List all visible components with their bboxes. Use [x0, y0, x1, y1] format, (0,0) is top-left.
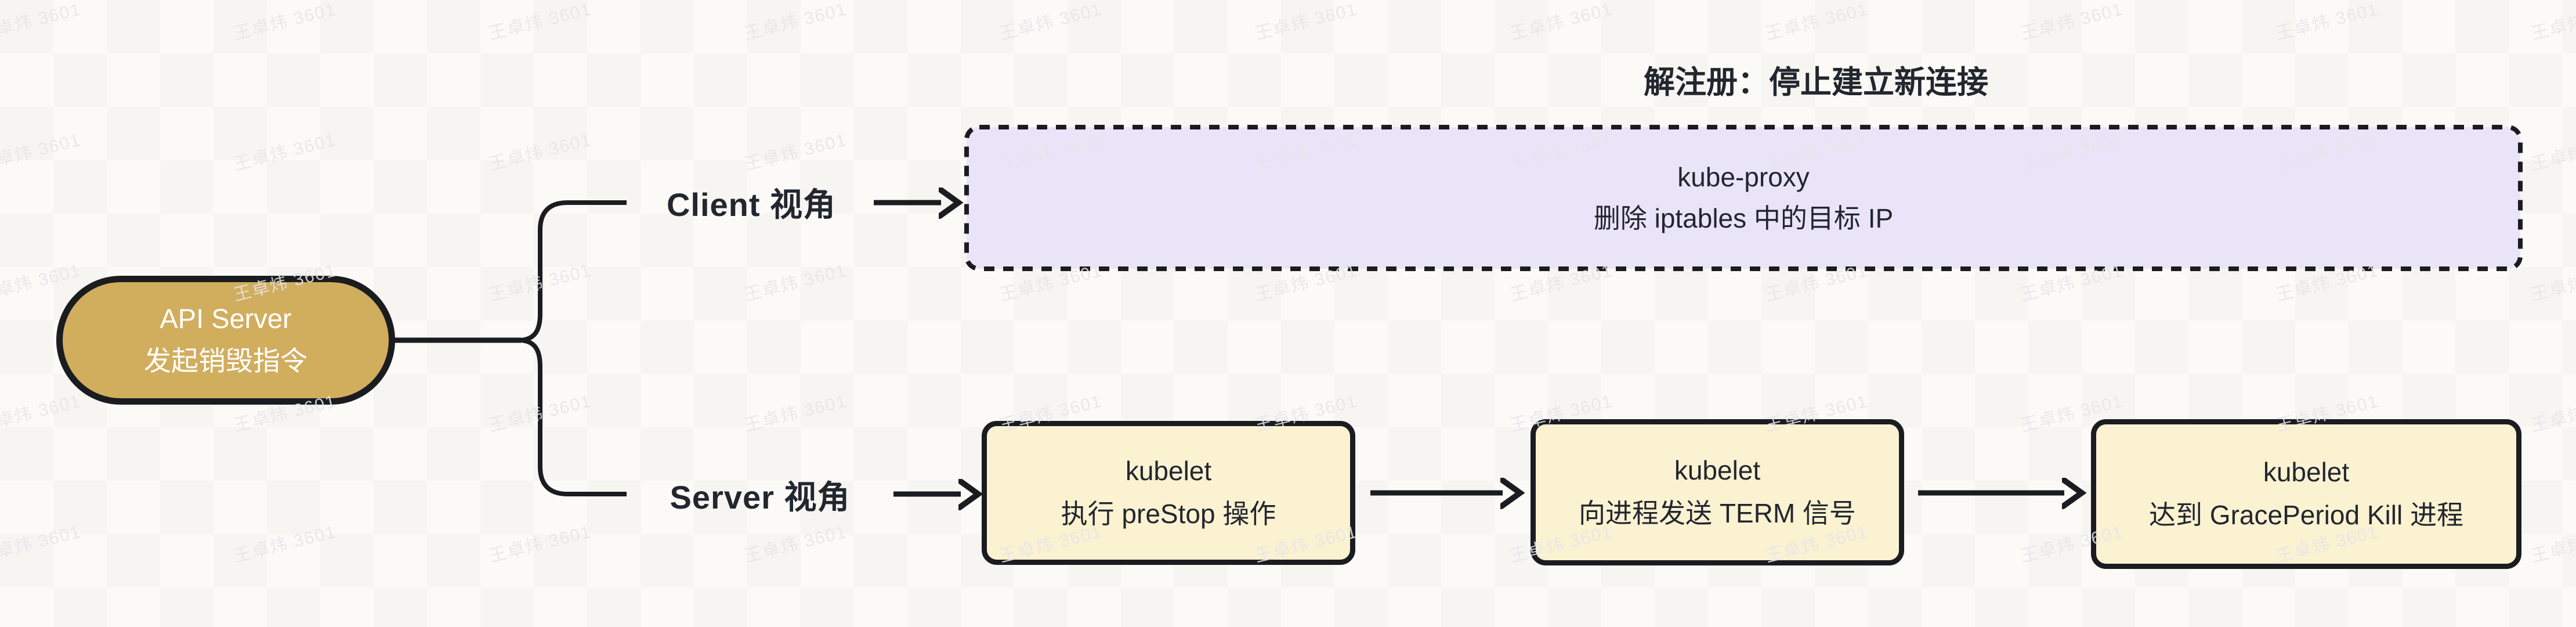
api-server-line1: API Server: [160, 303, 292, 334]
kubelet-graceperiod-box: kubelet 达到 GracePeriod Kill 进程: [2091, 419, 2521, 569]
kube-proxy-line1: kube-proxy: [1677, 161, 1810, 192]
server-branch-label: Server 视角: [670, 478, 851, 516]
kubelet-term-line1: kubelet: [1674, 455, 1761, 486]
server-branch-line: [520, 338, 627, 496]
kubelet-graceperiod-line2: 达到 GracePeriod Kill 进程: [2149, 500, 2463, 530]
kubelet-prestop-line2: 执行 preStop 操作: [1061, 499, 1276, 529]
api-server-line2: 发起销毁指令: [144, 345, 307, 376]
kubelet-graceperiod-line1: kubelet: [2263, 457, 2350, 488]
kubelet-term-box: kubelet 向进程发送 TERM 信号: [1531, 419, 1904, 565]
kubelet-prestop-line1: kubelet: [1125, 456, 1212, 487]
kube-proxy-box: kube-proxy 删除 iptables 中的目标 IP: [967, 127, 2520, 269]
kube-proxy-line2: 删除 iptables 中的目标 IP: [1593, 203, 1894, 233]
deregister-annotation: 解注册：停止建立新连接: [1644, 64, 1988, 100]
client-branch-label: Client 视角: [666, 186, 837, 223]
client-branch-line: [520, 200, 627, 343]
kubelet-prestop-box: kubelet 执行 preStop 操作: [982, 421, 1355, 565]
api-server-node: API Server 发起销毁指令: [56, 276, 395, 405]
kube-proxy-dashed-box: [964, 125, 2523, 271]
kubelet-term-line2: 向进程发送 TERM 信号: [1579, 498, 1856, 528]
